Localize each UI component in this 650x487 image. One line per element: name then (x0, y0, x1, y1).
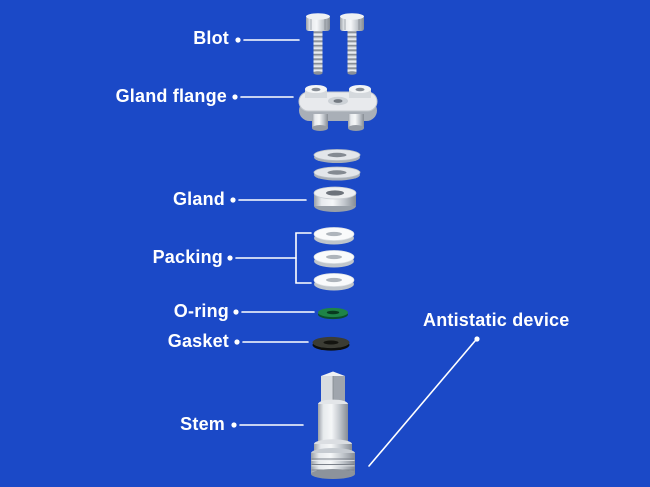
leader-bracket-packing (295, 232, 312, 284)
leader-dot-gland (230, 197, 236, 203)
washer-top-part (313, 149, 361, 163)
leader-dot-stem (231, 422, 237, 428)
leader-dot-gasket (234, 339, 240, 345)
label-gland-flange: Gland flange (115, 86, 227, 106)
leader-dot-packing (227, 255, 233, 261)
label-o-ring: O-ring (173, 301, 229, 321)
label-blot: Blot (193, 28, 229, 48)
label-antistatic-device: Antistatic device (423, 310, 570, 330)
leader-dot-o-ring (233, 309, 239, 315)
packing-part (313, 227, 355, 291)
stem-part (311, 371, 355, 479)
bolt-right-part (340, 13, 364, 75)
leader-line-antistatic (368, 340, 476, 467)
gland-flange-part (298, 85, 378, 131)
label-stem: Stem (180, 414, 225, 434)
label-gasket: Gasket (167, 331, 229, 351)
leader-dot-gland-flange (232, 94, 238, 100)
label-gland: Gland (172, 189, 225, 209)
leader-dot-antistatic (474, 336, 480, 342)
leader-dot-blot (235, 37, 241, 43)
gland-part (313, 186, 357, 212)
o-ring-part (318, 307, 348, 320)
gasket-part (312, 336, 350, 351)
leader-lines (227, 37, 480, 467)
washer-bottom-part (313, 166, 361, 181)
bolt-left-part (306, 13, 330, 75)
label-packing: Packing (152, 247, 223, 267)
